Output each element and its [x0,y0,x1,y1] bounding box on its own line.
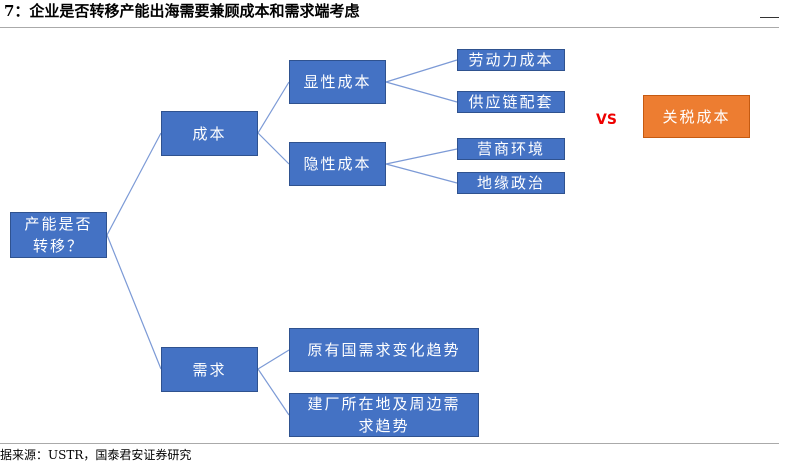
node-origin-demand: 原有国需求变化趋势 [289,328,479,372]
node-business-env: 营商环境 [457,138,565,160]
node-demand: 需求 [161,347,258,392]
node-local-demand: 建厂所在地及周边需求趋势 [289,393,479,437]
line-explicit-labor [385,59,458,83]
bottom-divider [0,443,779,444]
line-implicit-business [385,148,458,165]
line-explicit-supply [385,81,458,103]
line-demand-local [257,368,290,416]
source-note: 据来源：USTR，国泰君安证券研究 [0,448,192,462]
node-geopolitics: 地缘政治 [457,172,565,194]
line-demand-origin [257,349,290,370]
node-implicit-cost: 隐性成本 [289,142,386,186]
line-cost-explicit [257,81,290,134]
corner-mark [760,17,779,18]
line-implicit-geo [385,163,458,184]
node-explicit-cost: 显性成本 [289,60,386,104]
vs-label: VS [596,112,617,128]
line-cost-implicit [257,132,290,165]
node-supply-chain: 供应链配套 [457,91,565,113]
node-root: 产能是否转移？ [10,212,107,258]
line-root-demand [106,234,162,370]
figure-title: 7：企业是否转移产能出海需要兼顾成本和需求端考虑 [4,2,360,20]
node-cost: 成本 [161,111,258,156]
line-root-cost [106,132,162,236]
node-labor-cost: 劳动力成本 [457,49,565,71]
node-tariff-cost: 关税成本 [643,95,750,138]
top-divider [0,27,779,28]
